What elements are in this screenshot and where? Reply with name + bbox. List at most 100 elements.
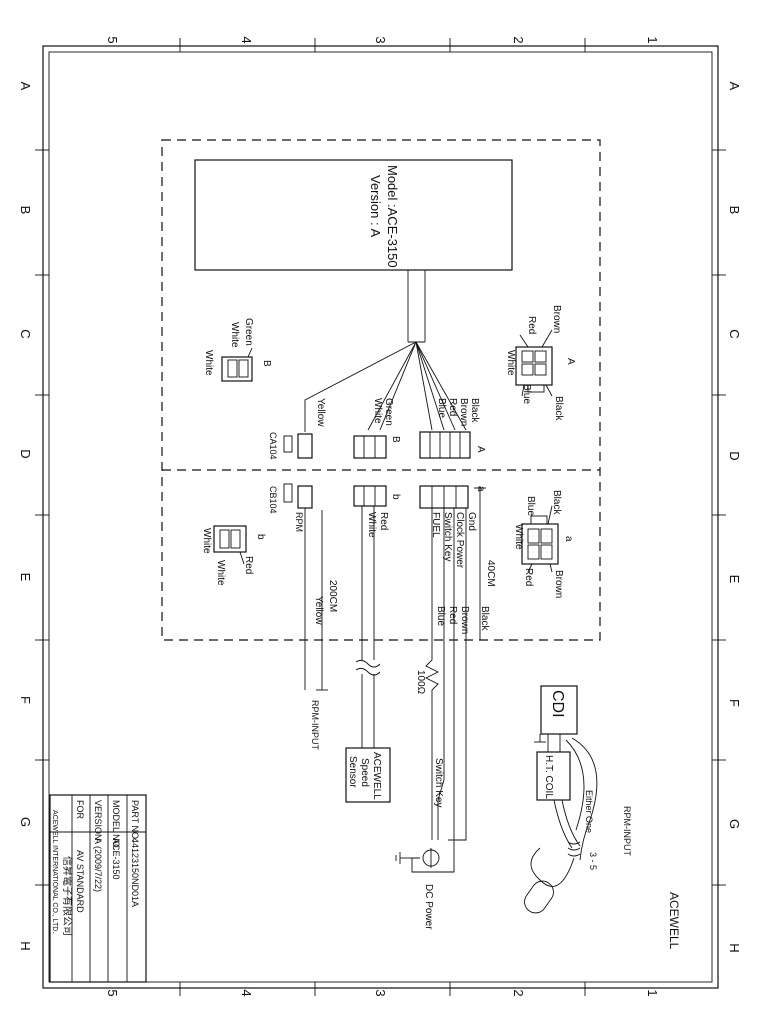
zone-left-A: A [18, 82, 33, 91]
harness-tag-B: B [390, 436, 401, 443]
plug-b-bottom-tag: b [255, 534, 266, 540]
zone-left-F: F [18, 696, 33, 704]
pin-label-switch-key: Switch Key [442, 512, 453, 561]
zone-right-B: B [727, 206, 742, 215]
speed-sensor: ACEWELL Speed Sensor [345, 747, 391, 803]
harness-tag-a: a [475, 486, 486, 492]
title-for-value: AV STANDARD [75, 850, 85, 913]
title-part-no-label: PART NO. [130, 800, 140, 842]
harness-tag-A: A [475, 446, 486, 453]
fanout-wire-black: Black [469, 398, 480, 423]
plug-A-top-black: Black [553, 396, 564, 421]
plug-a-bottom [521, 505, 559, 573]
title-model-no-label: MODEL NO. [111, 800, 121, 850]
sensor-wire-red: Red [378, 512, 389, 530]
either-one-label: Either One [584, 790, 594, 833]
outer-border [42, 45, 719, 989]
plug-B-top [221, 347, 253, 382]
harness-part-CB104: CB104 [268, 486, 278, 514]
plug-b-bottom-red: Red [243, 556, 254, 574]
rpm-input-right-label: RPM-INPUT [622, 806, 632, 856]
ignition-system: CDI H.T. COIL RPM-INPUT Either One 3 - 5 [524, 685, 632, 914]
harness-tag-b: b [390, 494, 401, 500]
fanout-wire-white: White [372, 398, 383, 424]
switch-key-circuit [395, 640, 467, 873]
title-version-label: VERSION [93, 800, 103, 841]
zone-left-G: G [18, 817, 33, 827]
zone-bottom-2: 2 [511, 989, 526, 996]
plug-B-top-tag: B [261, 360, 272, 367]
zone-left-H: H [18, 941, 33, 950]
ht-coil-label: H.T. COIL [543, 755, 554, 799]
zone-top-1: 1 [645, 36, 660, 43]
zone-bottom-3: 3 [373, 989, 388, 996]
harness-bottom-wires [304, 506, 467, 830]
plug-a-bottom-tag: a [563, 536, 574, 542]
dimension-200cm [316, 510, 328, 691]
title-company-en: ACEWELL INTERNATIONAL CO., LTD. [51, 810, 58, 933]
harness-connector-B: B [353, 435, 401, 459]
plug-A-top-white: White [505, 350, 516, 376]
plug-a-bottom-black: Black [551, 490, 562, 515]
wire-color-blue: Blue [435, 606, 446, 626]
speed-sensor-line2: Speed [359, 758, 370, 787]
plug-A-top-red: Red [526, 316, 537, 334]
plug-B-top-white-2: White [203, 350, 214, 376]
dc-power-label: DC Power [423, 884, 434, 930]
zone-bottom-5: 5 [105, 989, 120, 996]
rpm-input-label: RPM-INPUT [310, 700, 320, 750]
zone-right-G: G [727, 819, 742, 829]
plug-b-bottom-white-2: White [201, 528, 212, 554]
plug-a-bottom-white: White [513, 524, 524, 550]
meter-unit: Model :ACE-3150 Version : A [194, 159, 513, 271]
dimension-40cm-label: 40CM [485, 560, 496, 587]
zone-right-E: E [727, 575, 742, 584]
fanout-wire-blue: Blue [436, 398, 447, 418]
title-block [49, 794, 147, 983]
dashed-enclosure [161, 139, 601, 641]
pin-label-clock-power: Clock Power [454, 512, 465, 569]
meter-model: Model :ACE-3150 [385, 165, 400, 268]
right-wire-yellow: Yellow [313, 596, 324, 625]
harness-part-CA104: CA104 [268, 432, 278, 460]
harness-rpm-label: RPM [294, 512, 304, 532]
cdi-label: CDI [549, 690, 566, 718]
turns-label: 3 - 5 [588, 852, 598, 870]
plug-B-top-white-1: White [229, 322, 240, 348]
inner-border [48, 51, 713, 983]
zone-ticks [35, 38, 726, 996]
title-part-no-value: 44123150ND01A [130, 838, 140, 907]
plug-B-top-green: Green [243, 318, 254, 346]
wire-color-red: Red [447, 606, 458, 624]
cable-fanout [304, 270, 467, 432]
zone-left-D: D [18, 449, 33, 458]
dimension-200cm-label: 200CM [327, 580, 338, 612]
zone-left-E: E [18, 573, 33, 582]
zone-left-C: C [18, 329, 33, 338]
zone-right-D: D [727, 451, 742, 460]
pin-label-fuel: FUEL [430, 512, 441, 538]
zone-top-3: 3 [373, 36, 388, 43]
speed-sensor-line3: Sensor [347, 756, 358, 788]
speed-sensor-line1: ACEWELL [371, 752, 382, 800]
title-version-value: A (2009/7/22) [93, 838, 103, 892]
wire-color-black: Black [479, 606, 490, 631]
plug-a-bottom-blue: Blue [525, 496, 536, 516]
zone-right-H: H [727, 943, 742, 952]
fanout-wire-brown: Brown [458, 398, 469, 426]
zone-right-A: A [727, 82, 742, 91]
zone-bottom-1: 1 [645, 989, 660, 996]
meter-version: Version : A [368, 175, 383, 237]
switch-key-label: Switch Key [433, 758, 444, 807]
fanout-wire-red: Red [447, 398, 458, 416]
plug-A-top-brown: Brown [551, 305, 562, 333]
zone-right-C: C [727, 329, 742, 338]
pin-label-gnd: Gnd [466, 512, 477, 531]
zone-top-4: 4 [239, 36, 254, 43]
plug-A-top-blue: Blue [521, 384, 532, 404]
zone-left-B: B [18, 206, 33, 215]
title-model-no-value: ACE-3150 [111, 838, 121, 880]
sensor-wire-white: White [366, 512, 377, 538]
plug-b-bottom-white-1: White [215, 560, 226, 586]
